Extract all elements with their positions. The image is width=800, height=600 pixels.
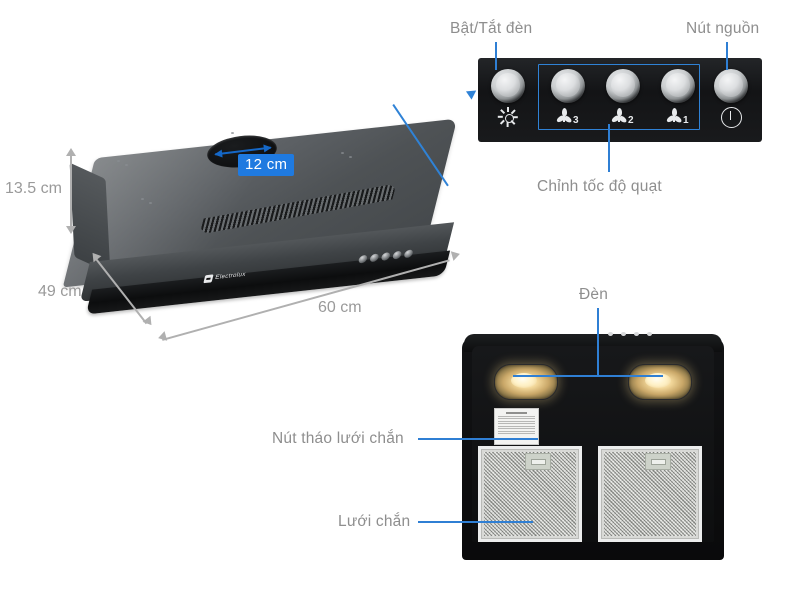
filter-release-latch-left[interactable] <box>525 453 551 470</box>
screw-hole <box>149 202 152 204</box>
filter-release-leader <box>418 438 538 440</box>
lamp-left <box>494 364 558 400</box>
filter-release-latch-right[interactable] <box>645 453 671 470</box>
fan-speed-leader <box>608 124 610 172</box>
fan-speed-3-caption: 3 <box>573 115 579 126</box>
light-toggle-label: Bật/Tắt đèn <box>450 20 533 37</box>
light-bulb-icon <box>497 107 518 127</box>
indicator-dot <box>621 332 626 336</box>
power-button-leader <box>726 42 728 70</box>
fan-icon: 2 <box>611 107 634 126</box>
screw-hole <box>349 156 352 158</box>
power-icon <box>721 107 742 128</box>
height-dimension-label: 13.5 cm <box>5 180 62 197</box>
width-arrow-left <box>156 331 168 343</box>
screw-hole <box>125 164 128 166</box>
lamp-right <box>628 364 692 400</box>
fan-speed-3-button[interactable] <box>551 69 585 103</box>
lamp-leader-vertical <box>597 308 599 375</box>
depth-dimension-label: 49 cm <box>38 283 82 300</box>
light-toggle-leader <box>495 42 497 70</box>
knob-small <box>369 252 380 262</box>
fan-icon: 1 <box>666 107 689 126</box>
duct-diameter-badge: 12 cm <box>238 154 295 176</box>
filter-leader <box>418 521 533 523</box>
screw-hole <box>341 152 344 154</box>
width-dimension-label: 60 cm <box>318 299 362 316</box>
fan-speed-2-caption: 2 <box>628 115 634 126</box>
screw-hole <box>117 160 120 162</box>
knob-small <box>392 250 403 260</box>
power-knob-button[interactable] <box>714 69 748 103</box>
indicator-dot <box>634 332 639 336</box>
knob-small <box>380 251 391 261</box>
grease-filter-left[interactable] <box>478 446 582 542</box>
electrolux-mark-icon <box>203 274 214 284</box>
filter-release-label: Nút tháo lưới chắn <box>272 430 404 447</box>
indicator-dot <box>647 332 652 336</box>
filter-label: Lưới chắn <box>338 513 411 530</box>
light-knob-button[interactable] <box>491 69 525 103</box>
range-hood-underside-view <box>458 330 728 562</box>
fan-speed-2-button[interactable] <box>606 69 640 103</box>
fan-icon: 3 <box>556 107 579 126</box>
power-button-label: Nút nguồn <box>686 20 760 37</box>
fan-speed-label: Chỉnh tốc độ quạt <box>537 178 662 195</box>
lamp-leader-right <box>597 375 663 377</box>
screw-hole <box>141 198 144 200</box>
control-panel-closeup: 3 2 1 <box>478 58 762 142</box>
lamp-leader-left <box>513 375 598 377</box>
height-dimension-line <box>70 152 72 230</box>
knob-small <box>357 254 369 264</box>
screw-hole <box>231 132 234 134</box>
grease-filter-right[interactable] <box>598 446 702 542</box>
range-hood-3d-view: 12 cm Electrolux <box>55 118 475 330</box>
fan-speed-group-highlight <box>538 64 700 130</box>
lamp-label: Đèn <box>579 286 609 303</box>
indicator-dot <box>608 332 613 336</box>
height-arrow-bottom <box>66 226 76 234</box>
fan-speed-1-button[interactable] <box>661 69 695 103</box>
knob-small <box>403 248 414 258</box>
height-arrow-top <box>66 148 76 156</box>
indicator-dots <box>608 332 652 336</box>
fan-speed-1-caption: 1 <box>683 115 689 126</box>
